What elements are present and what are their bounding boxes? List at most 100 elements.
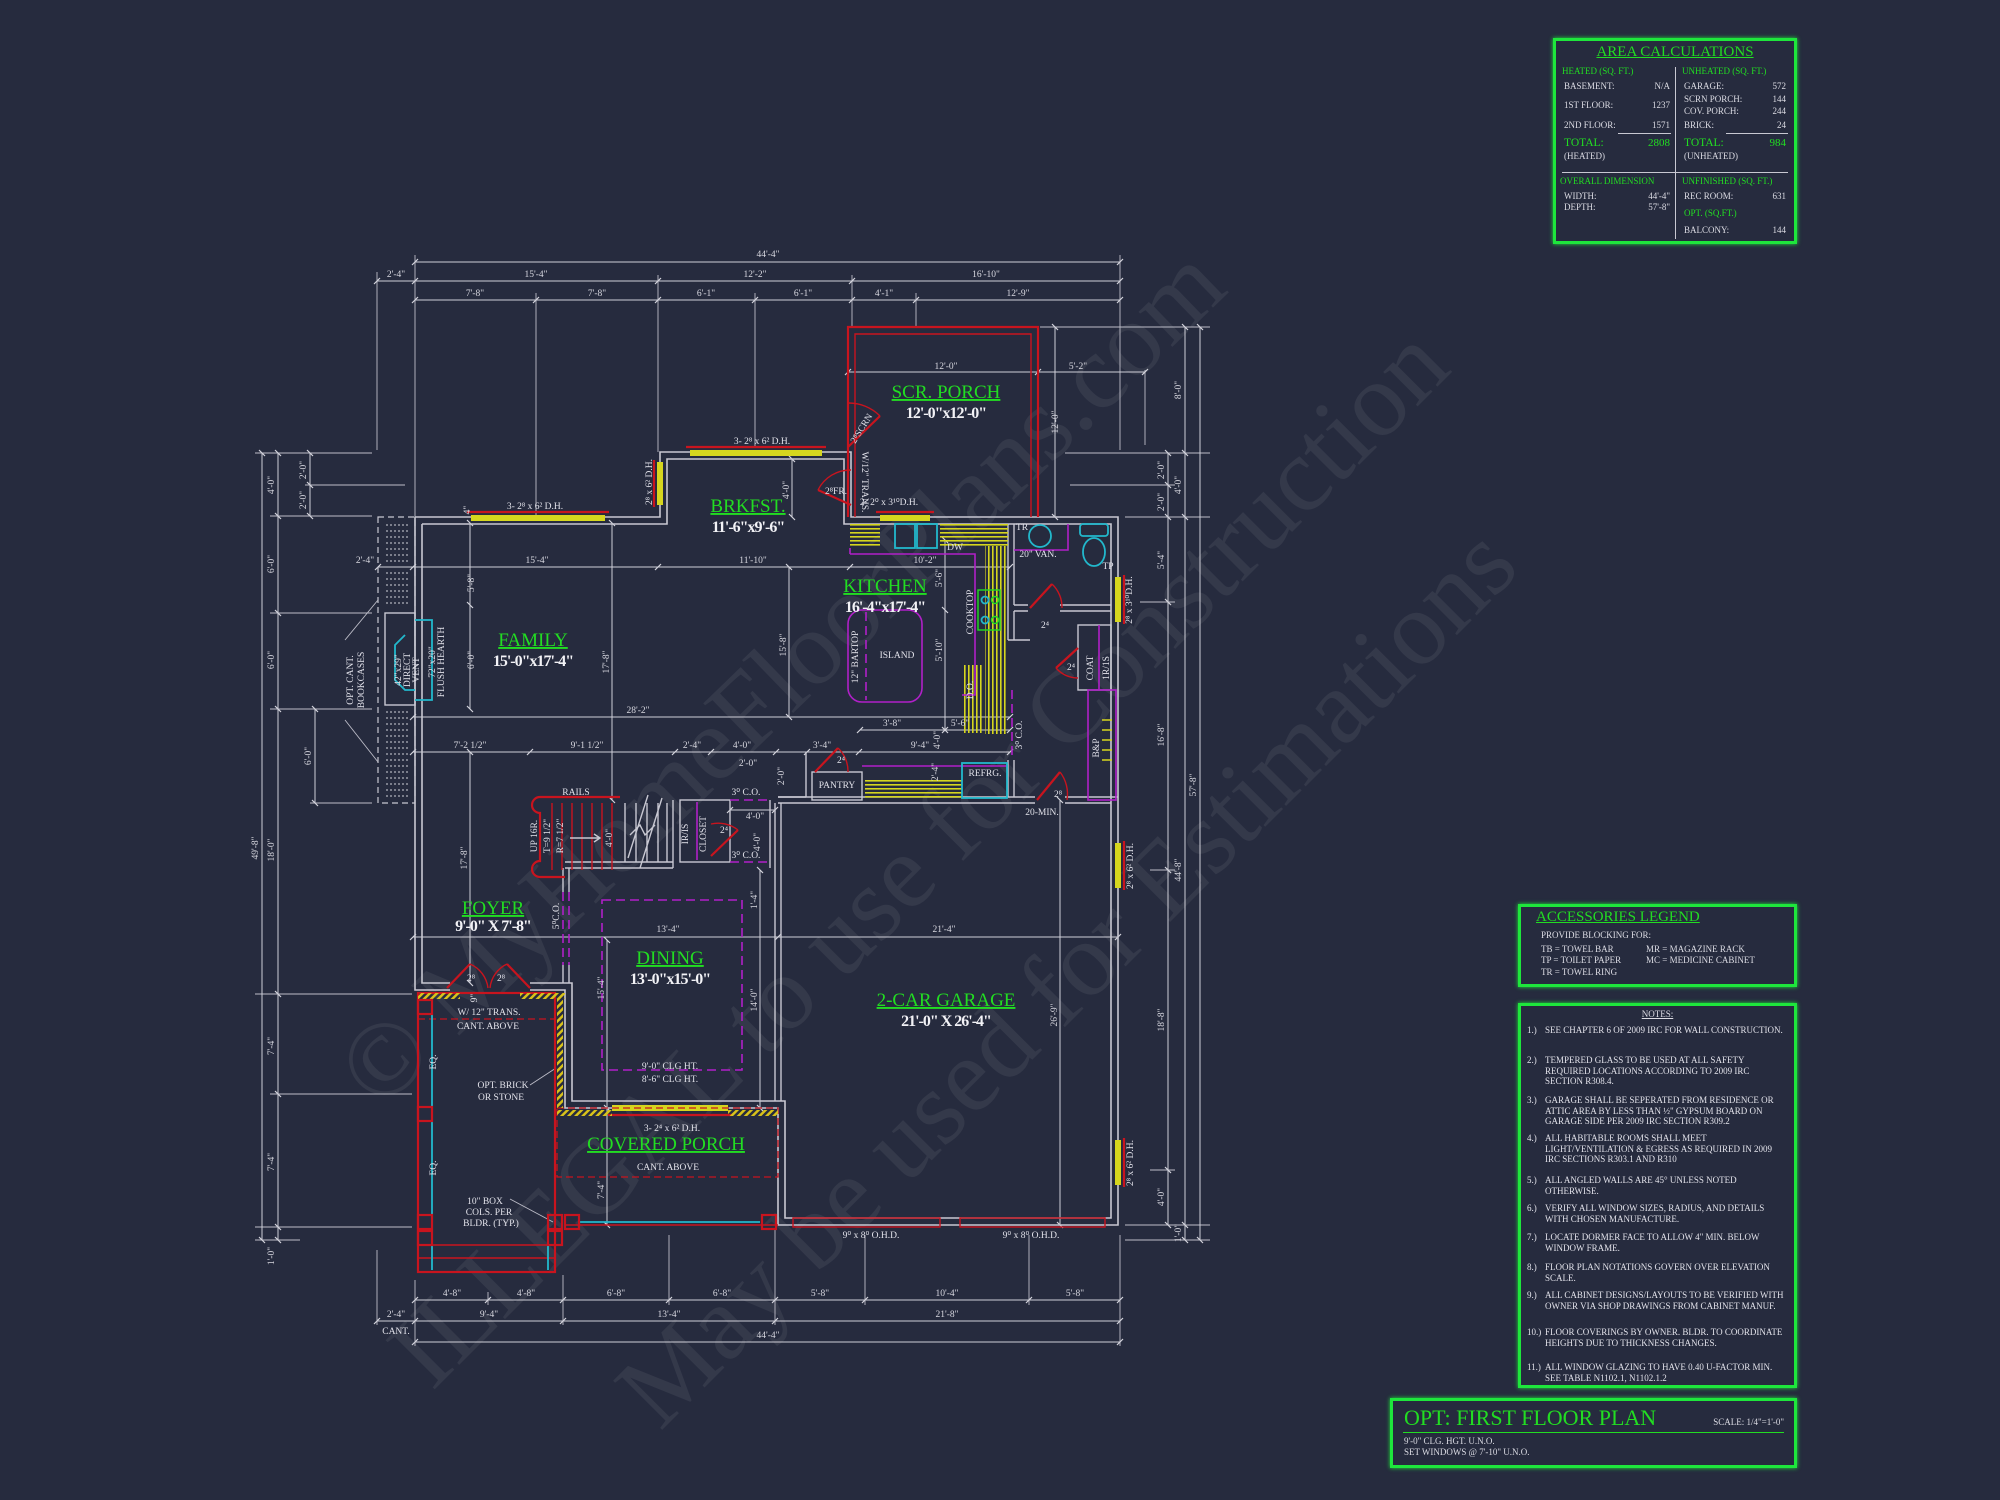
dim-text: 6'-0"	[267, 555, 277, 573]
toilet-tank	[1079, 523, 1109, 537]
note-text: LOCATE DORMER FACE TO ALLOW 4" MIN. BELO…	[1545, 1232, 1760, 1253]
unheated-row-value: 572	[1772, 81, 1787, 91]
column-note: 10" BOX	[467, 1197, 503, 1207]
bartop-label: 12" BARTOP	[851, 631, 861, 684]
room-labels: FAMILY 15'-0"x17'-4" BRKFST. 11'-6"x9'-6…	[455, 382, 1015, 1173]
cooktop	[977, 589, 1001, 631]
room-name-family: FAMILY	[498, 630, 568, 651]
room-name-covered-porch: COVERED PORCH	[587, 1134, 745, 1155]
dim-text: 12'-9"	[1006, 289, 1029, 299]
note-item: 6.)VERIFY ALL WINDOW SIZES, RADIUS, AND …	[1527, 1203, 1789, 1224]
ceiling-height-label: 8'-6" CLG HT.	[642, 1075, 698, 1085]
dim-text: 5'-4"	[1157, 551, 1167, 569]
counter	[962, 665, 984, 733]
dim-text: 5'-8"	[811, 1289, 829, 1299]
dim-text: 8'-0"	[1174, 381, 1184, 399]
accessories-legend-panel: ACCESSORIES LEGEND PROVIDE BLOCKING FOR:…	[1518, 904, 1797, 987]
note-number: 11.)	[1527, 1362, 1541, 1372]
window-callout: 2⁸ x 6² D.H.	[645, 459, 655, 505]
room-size-screened-porch: 12'-0"x12'-0"	[906, 405, 986, 422]
dim-text: 2'-4"	[387, 1310, 405, 1320]
legend-item: MC = MEDICINE CABINET	[1646, 955, 1755, 965]
dim-text: 2'-0"	[299, 491, 309, 509]
door-garage-entry	[1036, 771, 1061, 801]
accessories-legend-title: ACCESSORIES LEGEND	[1536, 909, 1700, 925]
leader-lines	[344, 599, 557, 1223]
column	[416, 1105, 434, 1123]
stairs	[530, 794, 663, 879]
note-item: 8.)FLOOR PLAN NOTATIONS GOVERN OVER ELEV…	[1527, 1262, 1789, 1283]
sink-bowl	[916, 523, 938, 549]
heated-row-value: N/A	[1654, 81, 1671, 91]
room-name-dining: DINING	[636, 948, 704, 969]
dim-text: 2'-0"	[1157, 493, 1167, 511]
door-callout: 2⁴	[837, 756, 846, 766]
dim-text: 44'-8"	[1174, 858, 1184, 881]
dim-text: 12'-0"	[934, 362, 957, 372]
room-size-family: 15'-0"x17'-4"	[493, 653, 573, 670]
column-note: COLS. PER	[466, 1208, 513, 1218]
accessories-legend-subtitle: PROVIDE BLOCKING FOR:	[1541, 930, 1652, 940]
laundry-wall	[778, 752, 807, 798]
heated-row-label: 1ST FLOOR:	[1564, 100, 1614, 110]
dim-text: 15'-4"	[525, 556, 548, 566]
fireplace-hearth	[394, 619, 433, 701]
window-callout: 3- 2⁴ x 6² D.H.	[644, 1124, 700, 1134]
dim-text: 6'-0"	[304, 747, 314, 765]
dim-text: 7'-4"	[597, 1181, 607, 1199]
dining-ceiling-outline	[601, 899, 743, 1071]
window-garage	[1115, 843, 1121, 888]
heated-row-value: 1237	[1652, 100, 1670, 110]
window-garage	[1115, 1140, 1121, 1185]
porches	[416, 991, 779, 1274]
bath-fixtures	[562, 523, 1117, 1071]
area-calculations-panel: AREA CALCULATIONS HEATED (SQ. FT.) BASEM…	[1553, 38, 1797, 244]
dim-text: 6'-1"	[697, 289, 715, 299]
note-number: 3.)	[1527, 1095, 1537, 1105]
heated-total-value: 2808	[1648, 137, 1670, 149]
cased-opening-label: 3⁰ C.O.	[732, 787, 761, 798]
coat-closet-label: COAT	[1086, 655, 1096, 680]
pantry-label: PANTRY	[819, 781, 856, 791]
heated-header: HEATED (SQ. FT.)	[1562, 66, 1634, 76]
dim-text: 14'-0"	[750, 988, 760, 1011]
dim-text: 28'-2"	[626, 706, 649, 716]
hearth-label: FLUSH HEARTH	[437, 627, 447, 698]
bookcase-note: OPT. CANT.	[346, 655, 356, 705]
dim-text: 7'-2 1/2"	[454, 741, 487, 751]
dim-text: 4'-0"	[1157, 1188, 1167, 1206]
door-swing	[469, 963, 489, 989]
closet-wall	[679, 799, 731, 863]
bookcase-note: BOOKCASES	[357, 652, 367, 709]
overall-dimension-header: OVERALL DIMENSION	[1560, 176, 1655, 186]
dim-text: 7'-8"	[588, 289, 606, 299]
unheated-total-label: TOTAL:	[1684, 137, 1724, 149]
note-text: ALL HABITABLE ROOMS SHALL MEET LIGHT/VEN…	[1545, 1133, 1772, 1164]
hearth-label: 72"x20"	[428, 646, 438, 678]
window-callout: 3- 2⁸ x 6² D.H.	[734, 437, 790, 447]
room-size-foyer: 9'-0" X 7'-8"	[455, 918, 531, 935]
note-number: 2.)	[1527, 1055, 1537, 1065]
dim-text: 2'-4"	[931, 763, 941, 781]
note-number: 5.)	[1527, 1175, 1537, 1185]
note-item: 1.)SEE CHAPTER 6 OF 2009 IRC FOR WALL CO…	[1527, 1025, 1789, 1036]
dim-text: 15'-4"	[597, 976, 607, 999]
garage-door-callout: 9⁰ x 8⁰ O.H.D.	[843, 1230, 900, 1241]
dim-text: 2'-0"	[777, 767, 787, 785]
door-swing	[817, 469, 852, 491]
vanity	[1014, 524, 1069, 551]
cased-opening	[562, 892, 570, 965]
dim-text: 4'-0"	[933, 731, 943, 749]
pantry-wall	[811, 771, 863, 801]
dim-text: 6'-8"	[607, 1289, 625, 1299]
note-number: 7.)	[1527, 1232, 1537, 1242]
note-item: 10.)FLOOR COVERINGS BY OWNER. BLDR. TO C…	[1527, 1327, 1789, 1348]
room-name-garage: 2-CAR GARAGE	[877, 990, 1016, 1011]
dim-text: 4'-0"	[267, 476, 277, 494]
bench-label: B&P	[1092, 738, 1102, 757]
dim-text: 6'-1"	[794, 289, 812, 299]
note-number: 9.)	[1527, 1290, 1537, 1300]
heated-total-sub: (HEATED)	[1564, 151, 1605, 161]
sink-bowl	[894, 523, 916, 549]
dim-text: 7'-4"	[267, 1153, 277, 1171]
